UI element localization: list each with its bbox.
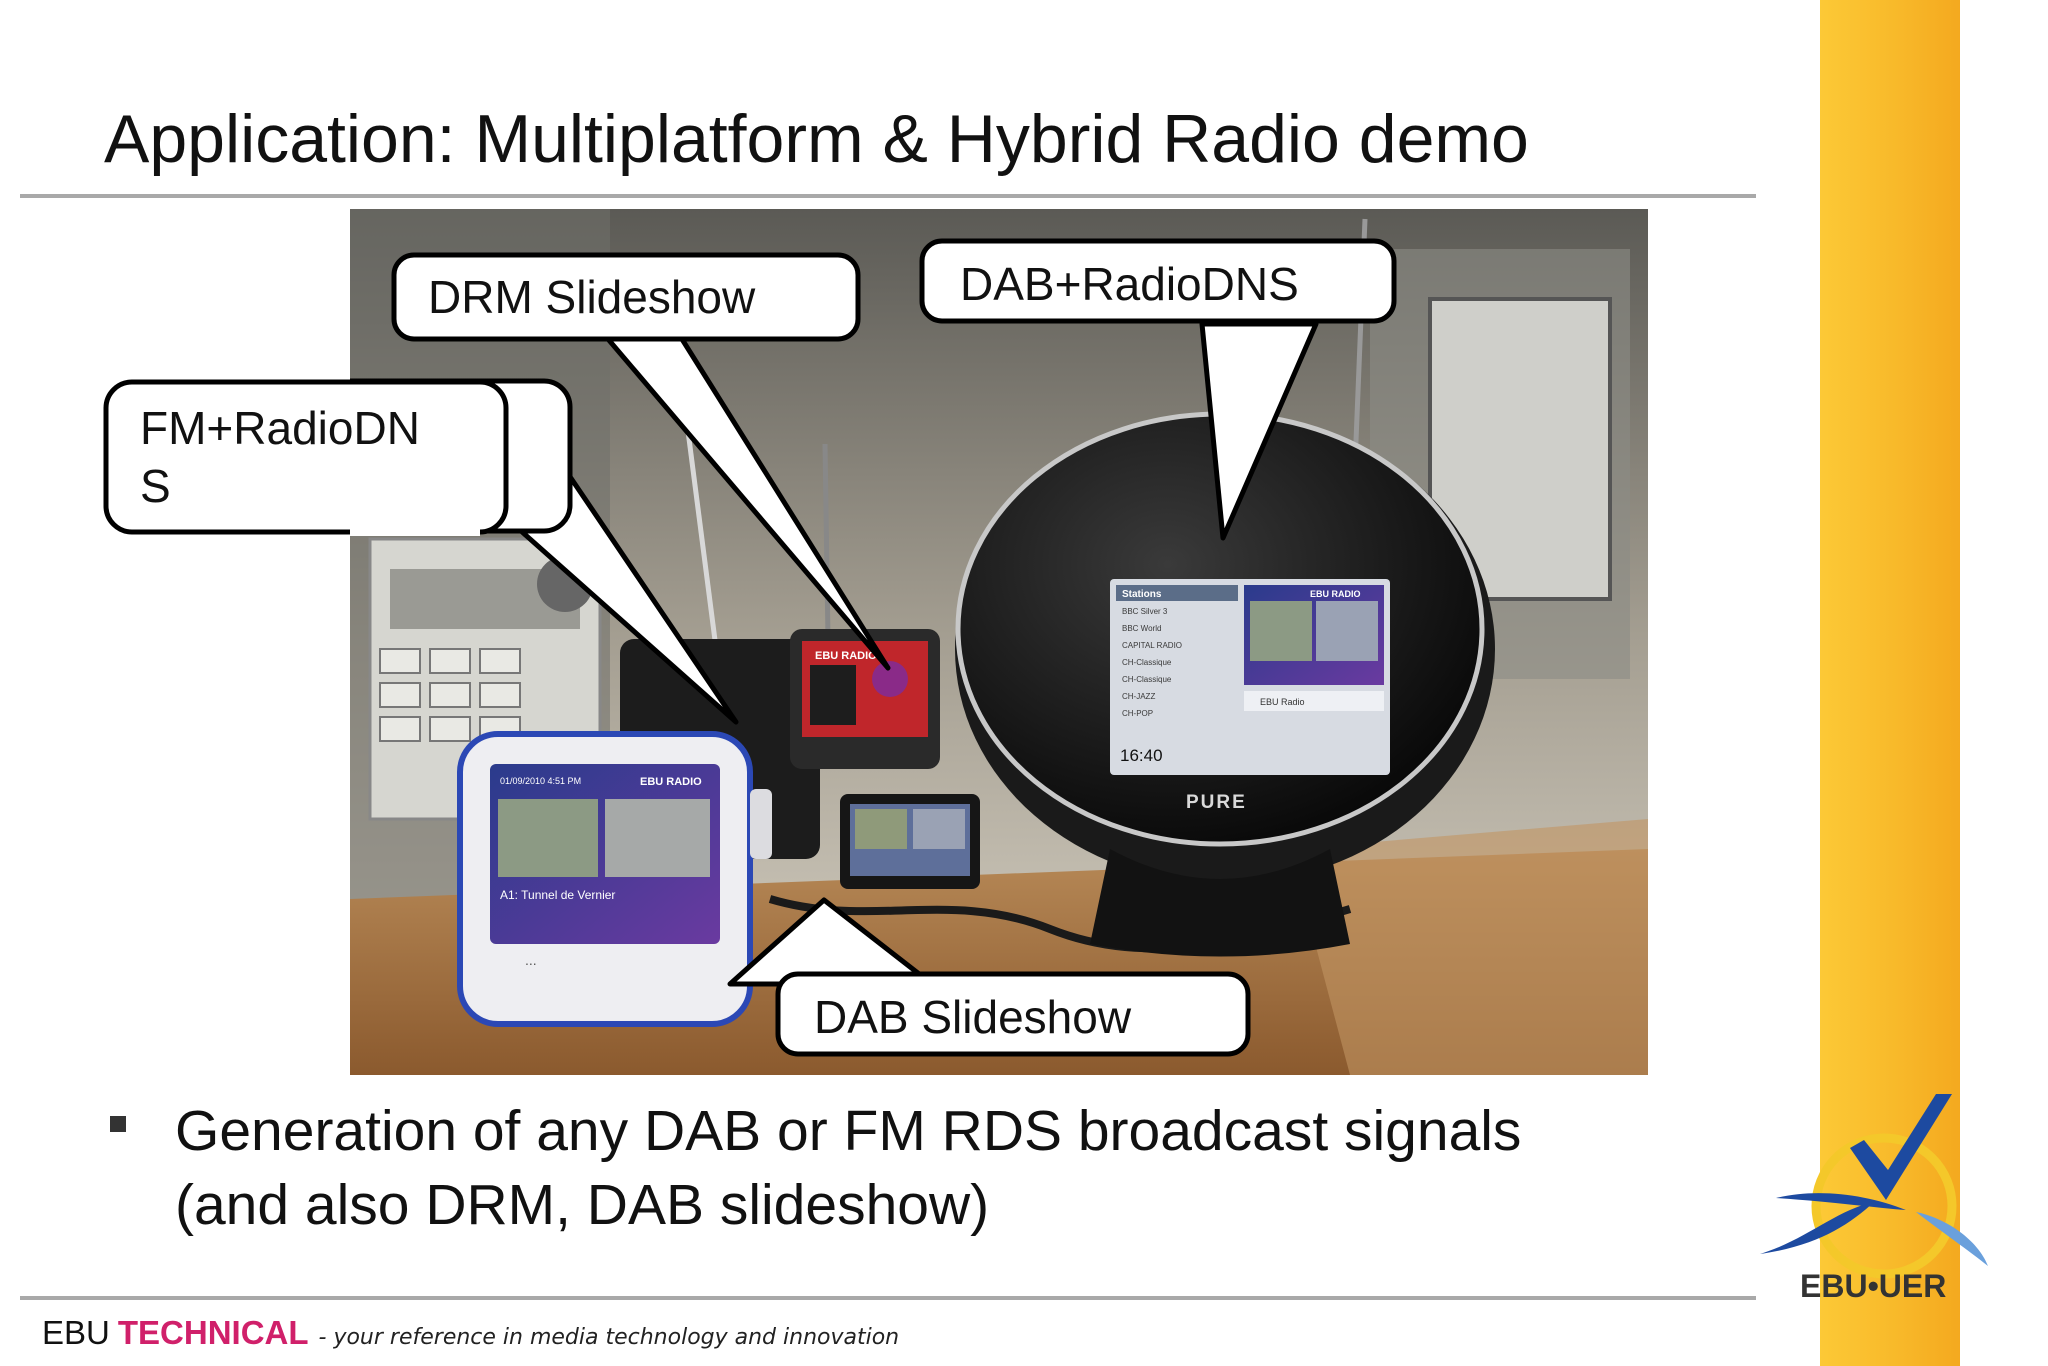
slide-title: Application: Multiplatform & Hybrid Radi… (104, 101, 1529, 177)
ebu-logo-text: EBU•UER (1800, 1268, 1947, 1304)
callout-fm-bubble: FM+RadioDN S (103, 379, 509, 536)
svg-text:01/09/2010 4:51 PM: 01/09/2010 4:51 PM (500, 776, 581, 786)
bullet-line-2: (and also DRM, DAB slideshow) (175, 1173, 990, 1237)
pure-station-item: CH-POP (1122, 709, 1153, 718)
footer-technical: TECHNICAL (117, 1314, 309, 1351)
footer-divider (20, 1296, 1756, 1300)
pure-station-item: CH-JAZZ (1122, 692, 1155, 701)
drm-screen-label: EBU RADIO (815, 650, 877, 662)
title-divider (20, 194, 1756, 198)
ebu-logo-icon (1760, 1094, 1988, 1279)
pure-station-item: CAPITAL RADIO (1122, 641, 1182, 650)
pure-station-item: BBC World (1122, 624, 1161, 633)
callout-drm-slideshow (391, 252, 861, 342)
callout-fm-text-line1: FM+RadioDN (140, 402, 420, 454)
svg-text:...: ... (525, 952, 537, 968)
footer-tagline: - your reference in media technology and… (318, 1325, 900, 1350)
bullet-marker (110, 1116, 126, 1132)
pure-brand: PURE (1186, 792, 1247, 813)
callout-fm-text-line2: S (140, 460, 171, 512)
fm-screen-caption: A1: Tunnel de Vernier (500, 888, 615, 902)
pure-station-item: CH-Classique (1122, 675, 1172, 684)
footer-org: EBU (42, 1314, 110, 1351)
pure-screen-ebu-label: EBU RADIO (1310, 589, 1361, 599)
callout-tail-dab-radiodns (1199, 321, 1319, 541)
callout-dab-radiodns-text: DAB+RadioDNS (960, 258, 1299, 310)
pure-clock: 16:40 (1120, 746, 1163, 765)
pure-side-item: EBU Radio (1260, 697, 1305, 707)
callout-dab-slideshow-text: DAB Slideshow (814, 991, 1132, 1043)
callout-dab-slideshow (775, 971, 1251, 1057)
pure-station-item: BBC Silver 3 (1122, 607, 1168, 616)
callout-dab-radiodns (919, 238, 1397, 324)
fm-screen-label: EBU RADIO (640, 776, 702, 788)
pure-menu-header: Stations (1122, 589, 1162, 600)
bullet-text: Generation of any DAB or FM RDS broadcas… (175, 1094, 1715, 1242)
pure-station-item: CH-Classique (1122, 658, 1172, 667)
callout-drm-text: DRM Slideshow (428, 271, 756, 323)
bullet-line-1: Generation of any DAB or FM RDS broadcas… (175, 1099, 1522, 1163)
demo-photo: EBU RADIO 01/09/2010 4:51 PM EBU RADIO A… (350, 209, 1648, 1075)
